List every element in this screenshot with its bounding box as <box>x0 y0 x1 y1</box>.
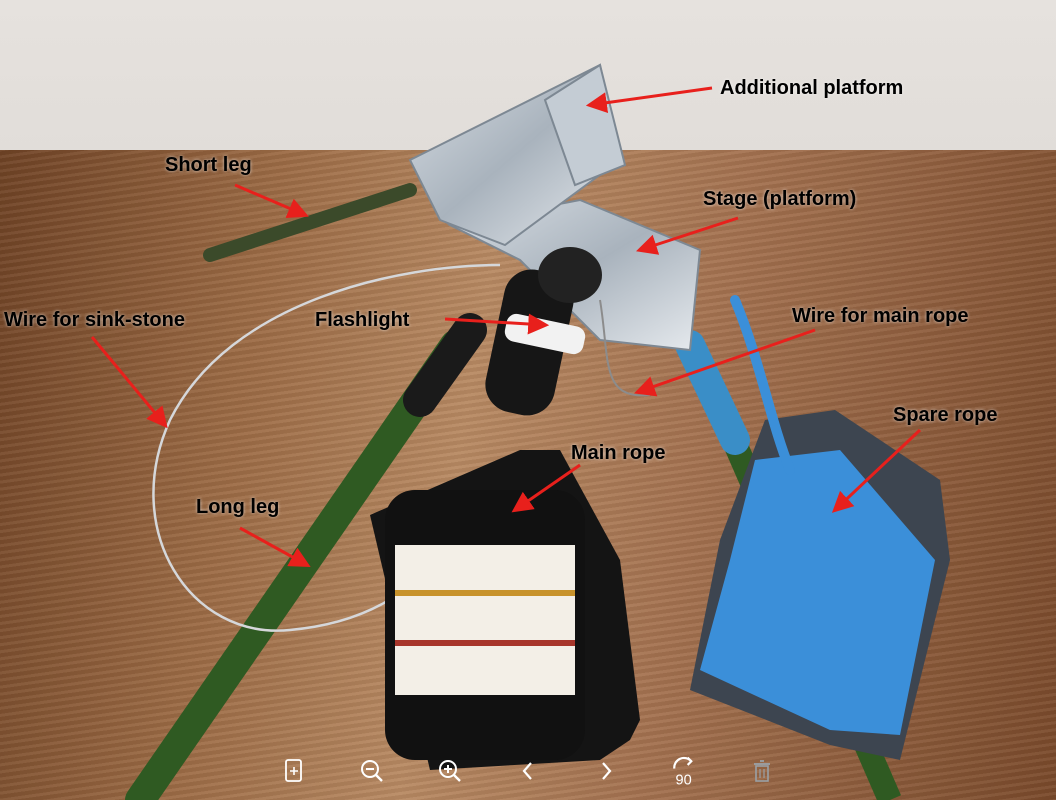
page-button[interactable] <box>255 742 333 800</box>
arrow-spare-rope <box>831 428 922 513</box>
long-leg <box>125 330 470 800</box>
previous-icon <box>522 762 532 780</box>
label-stripe <box>395 640 575 646</box>
label-wire-main-rope: Wire for main rope <box>792 305 969 327</box>
zoom-out-icon <box>361 760 383 782</box>
label-short-leg: Short leg <box>165 154 252 176</box>
arrow-stage <box>636 216 739 255</box>
rotate-degrees-label: 90 <box>676 772 692 788</box>
rotate-button[interactable]: 90 <box>645 742 723 800</box>
arrow-additional-platform <box>585 86 713 114</box>
arrow-long-leg <box>239 526 311 568</box>
zoom-in-icon <box>439 760 461 782</box>
delete-icon <box>754 760 770 782</box>
next-icon <box>602 762 612 780</box>
label-long-leg: Long leg <box>196 496 280 518</box>
viewer-toolbar: 90 <box>0 742 1056 800</box>
arrow-main-rope <box>511 463 581 513</box>
label-wire-sink-stone: Wire for sink-stone <box>4 309 185 331</box>
next-button[interactable] <box>567 742 645 800</box>
page-icon <box>285 759 302 782</box>
arrow-wire-sink-stone <box>90 336 168 429</box>
delete-button[interactable] <box>723 742 801 800</box>
label-additional-platform: Additional platform <box>720 77 904 99</box>
arrow-short-leg <box>234 183 309 219</box>
spare-rope-line <box>730 295 795 475</box>
zoom-in-button[interactable] <box>411 742 489 800</box>
label-stage: Stage (platform) <box>703 188 857 210</box>
main-rope-label <box>395 545 575 695</box>
right-leg-sleeve <box>675 330 750 455</box>
label-stripe <box>395 590 575 596</box>
label-flashlight: Flashlight <box>315 309 410 331</box>
previous-button[interactable] <box>489 742 567 800</box>
arrow-flashlight <box>444 313 550 335</box>
arrow-wire-main-rope <box>634 328 816 397</box>
long-leg-sleeve <box>403 313 487 417</box>
label-main-rope: Main rope <box>571 442 666 464</box>
label-spare-rope: Spare rope <box>893 404 998 426</box>
spare-rope-bundle <box>700 450 935 735</box>
rotate-icon: 90 <box>673 756 693 788</box>
flashlight-head <box>538 247 602 303</box>
zoom-out-button[interactable] <box>333 742 411 800</box>
short-leg <box>203 183 417 262</box>
